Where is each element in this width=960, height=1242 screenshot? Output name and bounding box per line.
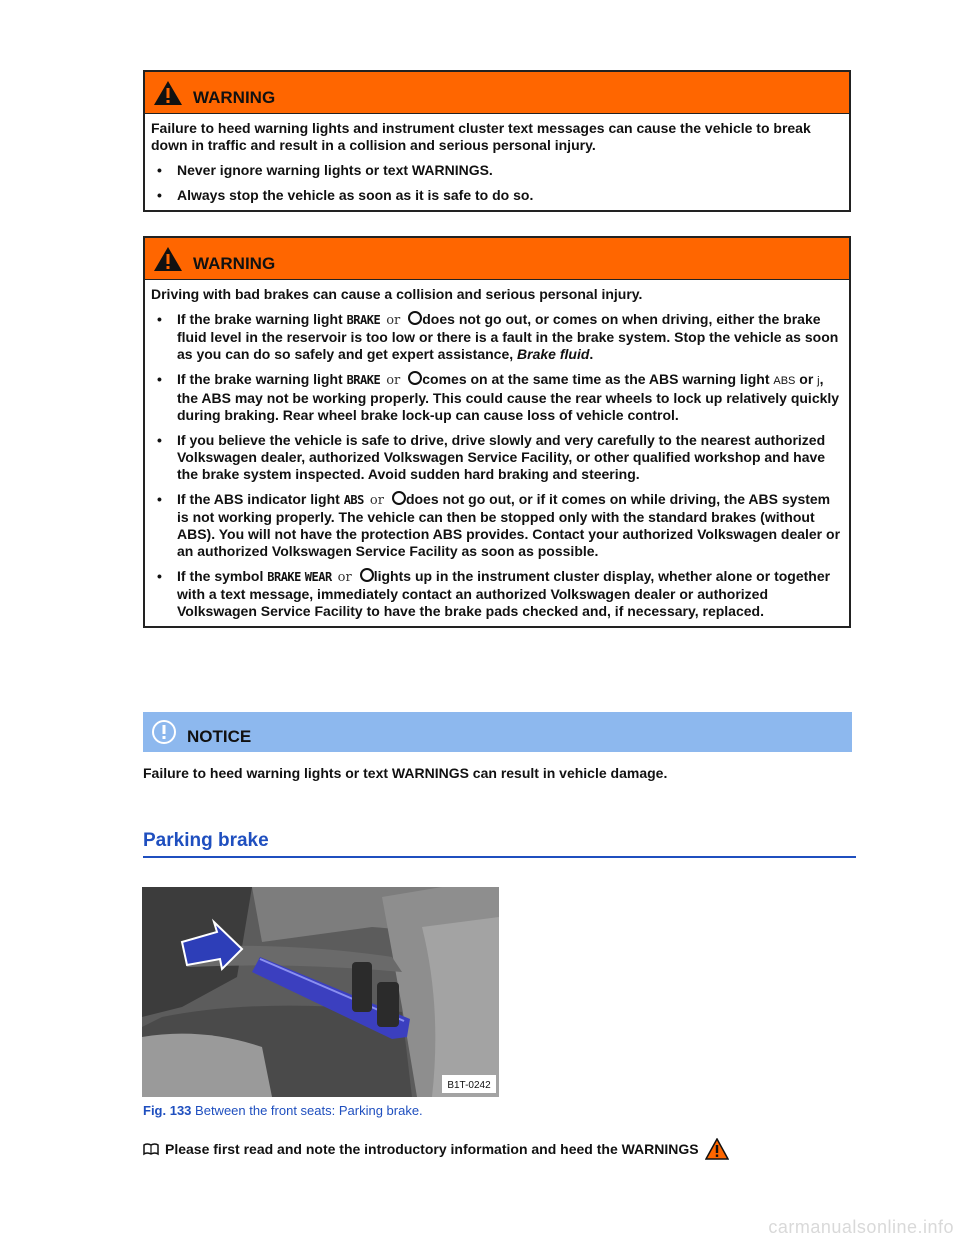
- abs-indicator-icon: [391, 491, 406, 505]
- warning-box-2: WARNING Driving with bad brakes can caus…: [143, 236, 851, 628]
- notice-text: Failure to heed warning lights or text W…: [143, 765, 668, 781]
- book-icon: [143, 1143, 159, 1156]
- wear-symbol: WEAR: [304, 570, 332, 584]
- warning-box-1: WARNING Failure to heed warning lights a…: [143, 70, 851, 212]
- list-item: •Always stop the vehicle as soon as it i…: [157, 187, 534, 203]
- warning-header: WARNING: [145, 238, 849, 280]
- abs-indicator-symbol: ABS: [343, 493, 365, 507]
- warning-triangle-icon: [154, 80, 182, 105]
- brake-symbol: BRAKE: [346, 313, 381, 327]
- figure-caption-text: Between the front seats: Parking brake.: [195, 1103, 423, 1118]
- brake-pad-icon: [359, 568, 374, 582]
- abs-symbol: ABS: [773, 375, 796, 387]
- warning-title: WARNING: [193, 87, 276, 107]
- read-note: Please first read and note the introduct…: [143, 1138, 729, 1160]
- section-heading: Parking brake: [143, 830, 856, 858]
- warning-intro: Driving with bad brakes can cause a coll…: [151, 286, 643, 302]
- section-title: Parking brake: [143, 830, 269, 851]
- parking-brake-figure: B1T-0242: [142, 887, 499, 1097]
- parking-brake-illustration: B1T-0242: [142, 887, 499, 1097]
- notice-header: NOTICE: [143, 712, 852, 752]
- abs-alt-symbol: j: [817, 375, 820, 387]
- list-item: •If you believe the vehicle is safe to d…: [157, 432, 826, 482]
- figure-code: B1T-0242: [447, 1080, 491, 1091]
- warning-intro: Failure to heed warning lights and instr…: [151, 120, 811, 153]
- brake-fluid-link[interactable]: Brake fluid: [517, 346, 590, 362]
- warning-triangle-icon: [154, 246, 182, 271]
- read-note-text: Please first read and note the introduct…: [165, 1141, 699, 1157]
- figure-label: Fig. 133: [143, 1103, 192, 1118]
- brake-symbol: BRAKE: [267, 570, 301, 584]
- warning-title: WARNING: [193, 253, 276, 273]
- figure-caption: Fig. 133 Between the front seats: Parkin…: [143, 1103, 423, 1118]
- brake-warning-icon: [408, 311, 423, 325]
- notice-title: NOTICE: [187, 727, 252, 746]
- list-item: •Never ignore warning lights or text WAR…: [157, 162, 493, 178]
- notice-exclamation-icon: [152, 720, 176, 744]
- brake-symbol: BRAKE: [346, 373, 381, 387]
- warning-header: WARNING: [145, 72, 849, 114]
- warning-triangle-link-icon[interactable]: [704, 1138, 729, 1160]
- watermark: carmanualsonline.info: [768, 1217, 954, 1237]
- brake-warning-icon: [408, 371, 423, 385]
